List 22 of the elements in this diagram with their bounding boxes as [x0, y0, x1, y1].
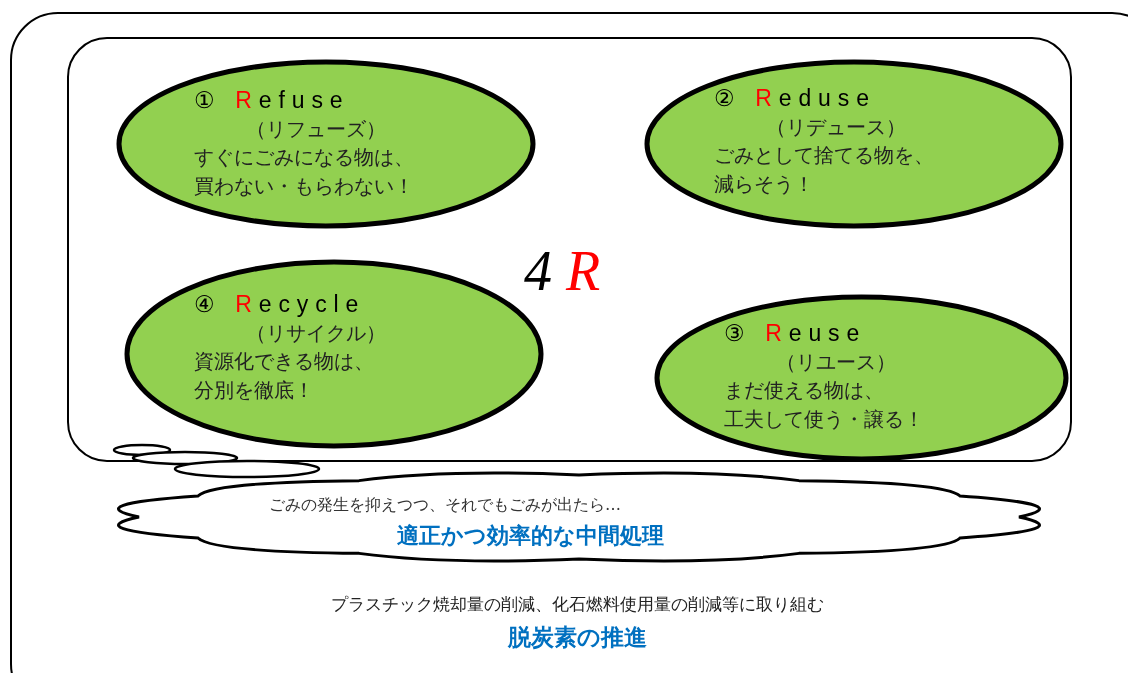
center-title: 4R — [524, 239, 601, 303]
note-text: ごみの発生を抑えつつ、それでもごみが出たら… — [269, 494, 621, 516]
body-text: 資源化できる物は、 — [194, 348, 374, 375]
reading-text: （リユース） — [776, 349, 896, 376]
highlight-text: 脱炭素の推進 — [507, 622, 647, 652]
outer-frame — [10, 12, 1128, 673]
ellipse-bubble — [644, 59, 1064, 229]
body-text: 工夫して使う・譲る！ — [724, 406, 924, 433]
body-text: 分別を徹底！ — [194, 377, 314, 404]
note-text: プラスチック焼却量の削減、化石燃料使用量の削減等に取り組む — [330, 593, 824, 616]
ellipse-bubble — [116, 59, 536, 229]
ellipse-bubble — [654, 294, 1069, 462]
inner-frame — [67, 37, 1072, 462]
body-text: すぐにごみになる物は、 — [194, 144, 414, 171]
highlight-text: 適正かつ効率的な中間処理 — [397, 521, 664, 550]
body-text: 減らそう！ — [714, 171, 814, 198]
body-text: ごみとして捨てる物を、 — [714, 142, 934, 169]
body-text: 買わない・もらわない！ — [194, 173, 414, 200]
reading-text: （リサイクル） — [246, 320, 386, 347]
reading-text: （リデュース） — [766, 114, 906, 141]
body-text: まだ使える物は、 — [724, 377, 884, 404]
reading-text: （リフューズ） — [246, 116, 386, 143]
